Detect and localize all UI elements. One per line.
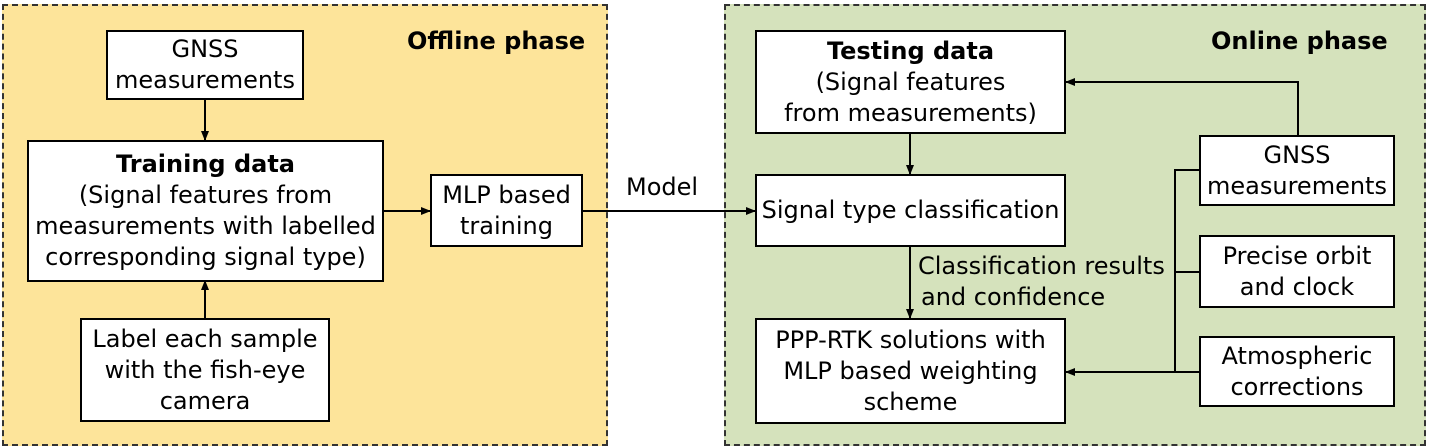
- mlp-training-line-1: MLP based: [442, 180, 571, 209]
- results-label-line-2: and confidence: [921, 283, 1106, 311]
- testing-data-line-2: from measurements): [784, 98, 1037, 127]
- testing-data-title: Testing data: [826, 36, 995, 65]
- atmospheric-line-1: Atmospheric: [1221, 341, 1373, 370]
- online-phase-title: Online phase: [1211, 27, 1388, 55]
- training-data-box: Training data (Signal features from meas…: [27, 140, 384, 282]
- offline-phase-title: Offline phase: [407, 27, 586, 55]
- offline-gnss-line-1: GNSS: [171, 35, 239, 63]
- label-sample-box: Label each sample with the fish-eye came…: [80, 318, 330, 422]
- label-sample-line-3: camera: [159, 386, 251, 415]
- precise-orbit-box: Precise orbit and clock: [1199, 235, 1395, 308]
- mlp-training-line-2: training: [460, 211, 553, 240]
- online-gnss-line-2: measurements: [1207, 171, 1387, 200]
- training-data-title: Training data: [116, 150, 295, 178]
- label-sample-line-1: Label each sample: [92, 324, 318, 353]
- training-data-line-1: (Signal features from: [78, 181, 333, 209]
- offline-gnss-line-2: measurements: [115, 66, 295, 94]
- atmospheric-line-2: corrections: [1230, 372, 1364, 401]
- signal-classification-box: Signal type classification: [755, 174, 1066, 247]
- online-gnss-line-1: GNSS: [1263, 140, 1331, 169]
- ppp-rtk-line-3: scheme: [863, 387, 958, 416]
- online-gnss-measurements-box: GNSS measurements: [1199, 135, 1395, 206]
- ppp-rtk-box: PPP-RTK solutions with MLP based weighti…: [755, 318, 1066, 424]
- atmospheric-corrections-box: Atmospheric corrections: [1199, 336, 1395, 407]
- results-label-line-1: Classification results: [918, 252, 1165, 280]
- offline-gnss-measurements-box: GNSS measurements: [106, 30, 304, 100]
- model-label: Model: [626, 173, 699, 201]
- precise-orbit-line-1: Precise orbit: [1222, 241, 1372, 270]
- classification-results-label: Classification results and confidence: [918, 251, 1165, 313]
- training-data-line-3: corresponding signal type): [45, 243, 366, 271]
- label-sample-line-2: with the fish-eye: [104, 355, 306, 384]
- ppp-rtk-line-1: PPP-RTK solutions with: [775, 325, 1046, 354]
- testing-data-box: Testing data (Signal features from measu…: [755, 30, 1066, 134]
- training-data-line-2: measurements with labelled: [35, 212, 376, 240]
- signal-classification-text: Signal type classification: [761, 196, 1060, 224]
- ppp-rtk-line-2: MLP based weighting: [783, 356, 1038, 385]
- testing-data-line-1: (Signal features: [815, 67, 1006, 96]
- mlp-training-box: MLP based training: [430, 174, 583, 247]
- precise-orbit-line-2: and clock: [1239, 272, 1355, 301]
